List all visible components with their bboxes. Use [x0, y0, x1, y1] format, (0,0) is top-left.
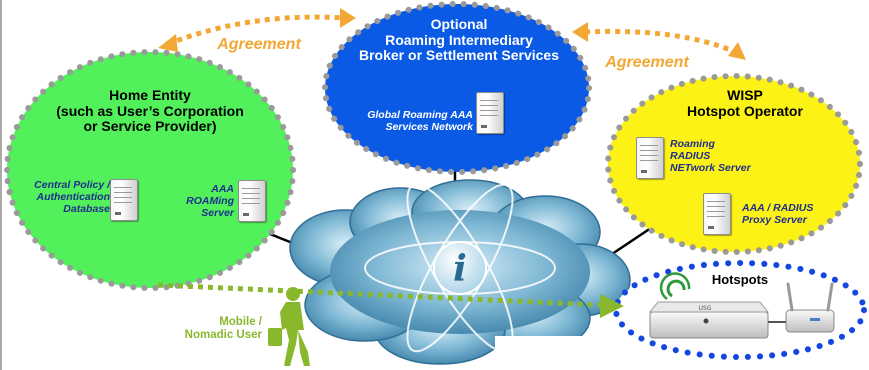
global-roaming-server-icon: [476, 92, 504, 134]
wisp-ellipse: [605, 73, 863, 255]
agreement-right-arrowhead-start: [572, 22, 588, 42]
agreement-left-label: Agreement: [217, 36, 301, 53]
home-entity-title: Home Entity (such as User’s Corporation …: [56, 87, 244, 135]
agreement-left-arrowhead-end: [340, 8, 356, 28]
agreement-arrow-left: [167, 14, 346, 47]
broker-ellipse: [322, 1, 592, 175]
hotspots-label: Hotspots: [711, 272, 769, 287]
aaa-roaming-server-icon: [238, 180, 266, 222]
agreement-right-arrowhead-end: [728, 42, 746, 60]
access-point-device: [785, 282, 835, 333]
wisp-title: WISP Hotspot Operator: [687, 87, 803, 119]
global-roaming-label: Global Roaming AAA Services Network: [367, 109, 473, 133]
info-icon: i: [433, 241, 487, 295]
agreement-arrow-right: [584, 28, 736, 55]
cloud-label-box: [495, 336, 655, 370]
policy-database-server-icon: [110, 179, 138, 221]
proxy-server-label: AAA / RADIUS Proxy Server: [742, 202, 814, 226]
radius-network-label: Roaming RADIUS NETwork Server: [670, 138, 751, 174]
svg-text:i: i: [453, 248, 467, 290]
central-policy-label: Central Policy / Authentication Database: [34, 179, 110, 215]
agreement-left-arrowhead-start: [158, 34, 178, 52]
nomadic-user-figure: [268, 287, 310, 366]
hotspot-gateway-device: USG: [648, 301, 770, 339]
radius-network-server-icon: [636, 137, 664, 179]
wifi-signal-icon: [659, 272, 691, 301]
mobile-user-path: [157, 282, 603, 308]
aaa-roaming-label: AAA ROAMing Server: [186, 183, 234, 219]
agreement-right-label: Agreement: [605, 54, 689, 71]
home-entity-ellipse: [4, 49, 296, 291]
mobile-user-arrowhead: [600, 294, 624, 318]
broker-title: Optional Roaming Intermediary Broker or …: [359, 16, 559, 64]
proxy-server-icon: [703, 193, 731, 235]
mobile-user-label: Mobile / Nomadic User: [184, 316, 262, 341]
svg-text:USG: USG: [699, 305, 712, 312]
